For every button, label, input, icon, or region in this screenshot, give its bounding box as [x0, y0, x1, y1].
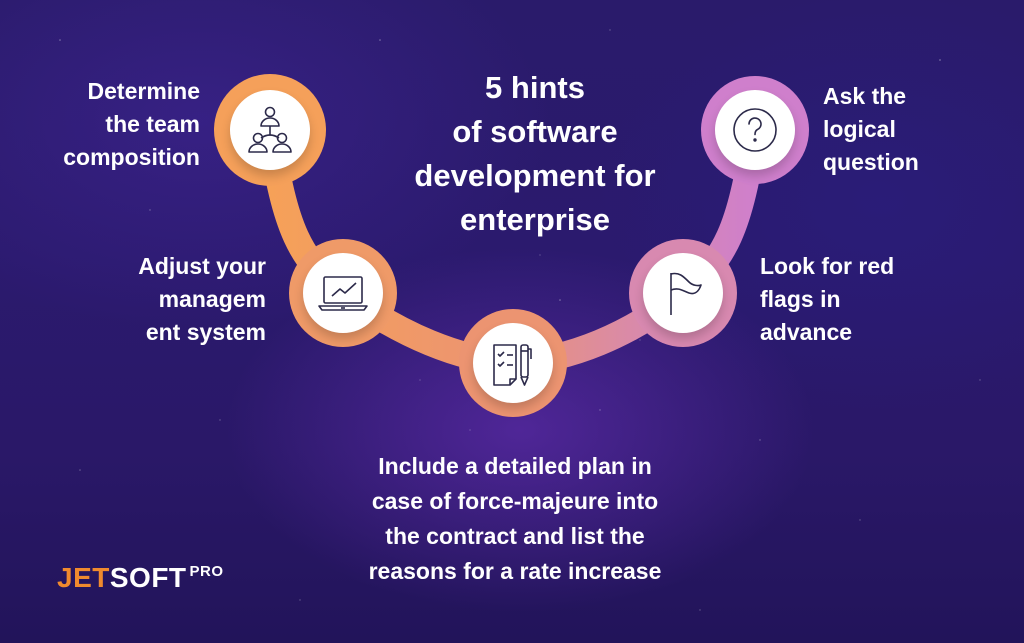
hint-node-contract [459, 309, 567, 417]
jetsoftpro-logo: JET SOFT PRO [57, 562, 224, 594]
hint-node-management [289, 239, 397, 347]
question-icon [733, 108, 777, 152]
laptop-chart-icon [318, 276, 368, 311]
hint-node-red-flags [629, 239, 737, 347]
hint-label-contract: Include a detailed plan in case of force… [368, 453, 662, 584]
logo-soft: SOFT [109, 562, 187, 593]
hint-node-question [701, 76, 809, 184]
hint-label-team: Determine the team composition [63, 78, 200, 170]
logo-pro: PRO [189, 563, 224, 580]
hint-label-management: Adjust your managem ent system [138, 253, 266, 345]
page-title: 5 hints of software development for ente… [414, 70, 656, 237]
hint-label-red-flags: Look for red flags in advance [760, 253, 895, 345]
checklist-pen-icon [493, 344, 532, 386]
flag-icon [670, 272, 702, 315]
team-icon [248, 106, 292, 153]
logo-jet: JET [57, 562, 110, 593]
hint-node-team [214, 74, 326, 186]
hint-label-question: Ask the logical question [823, 83, 919, 175]
